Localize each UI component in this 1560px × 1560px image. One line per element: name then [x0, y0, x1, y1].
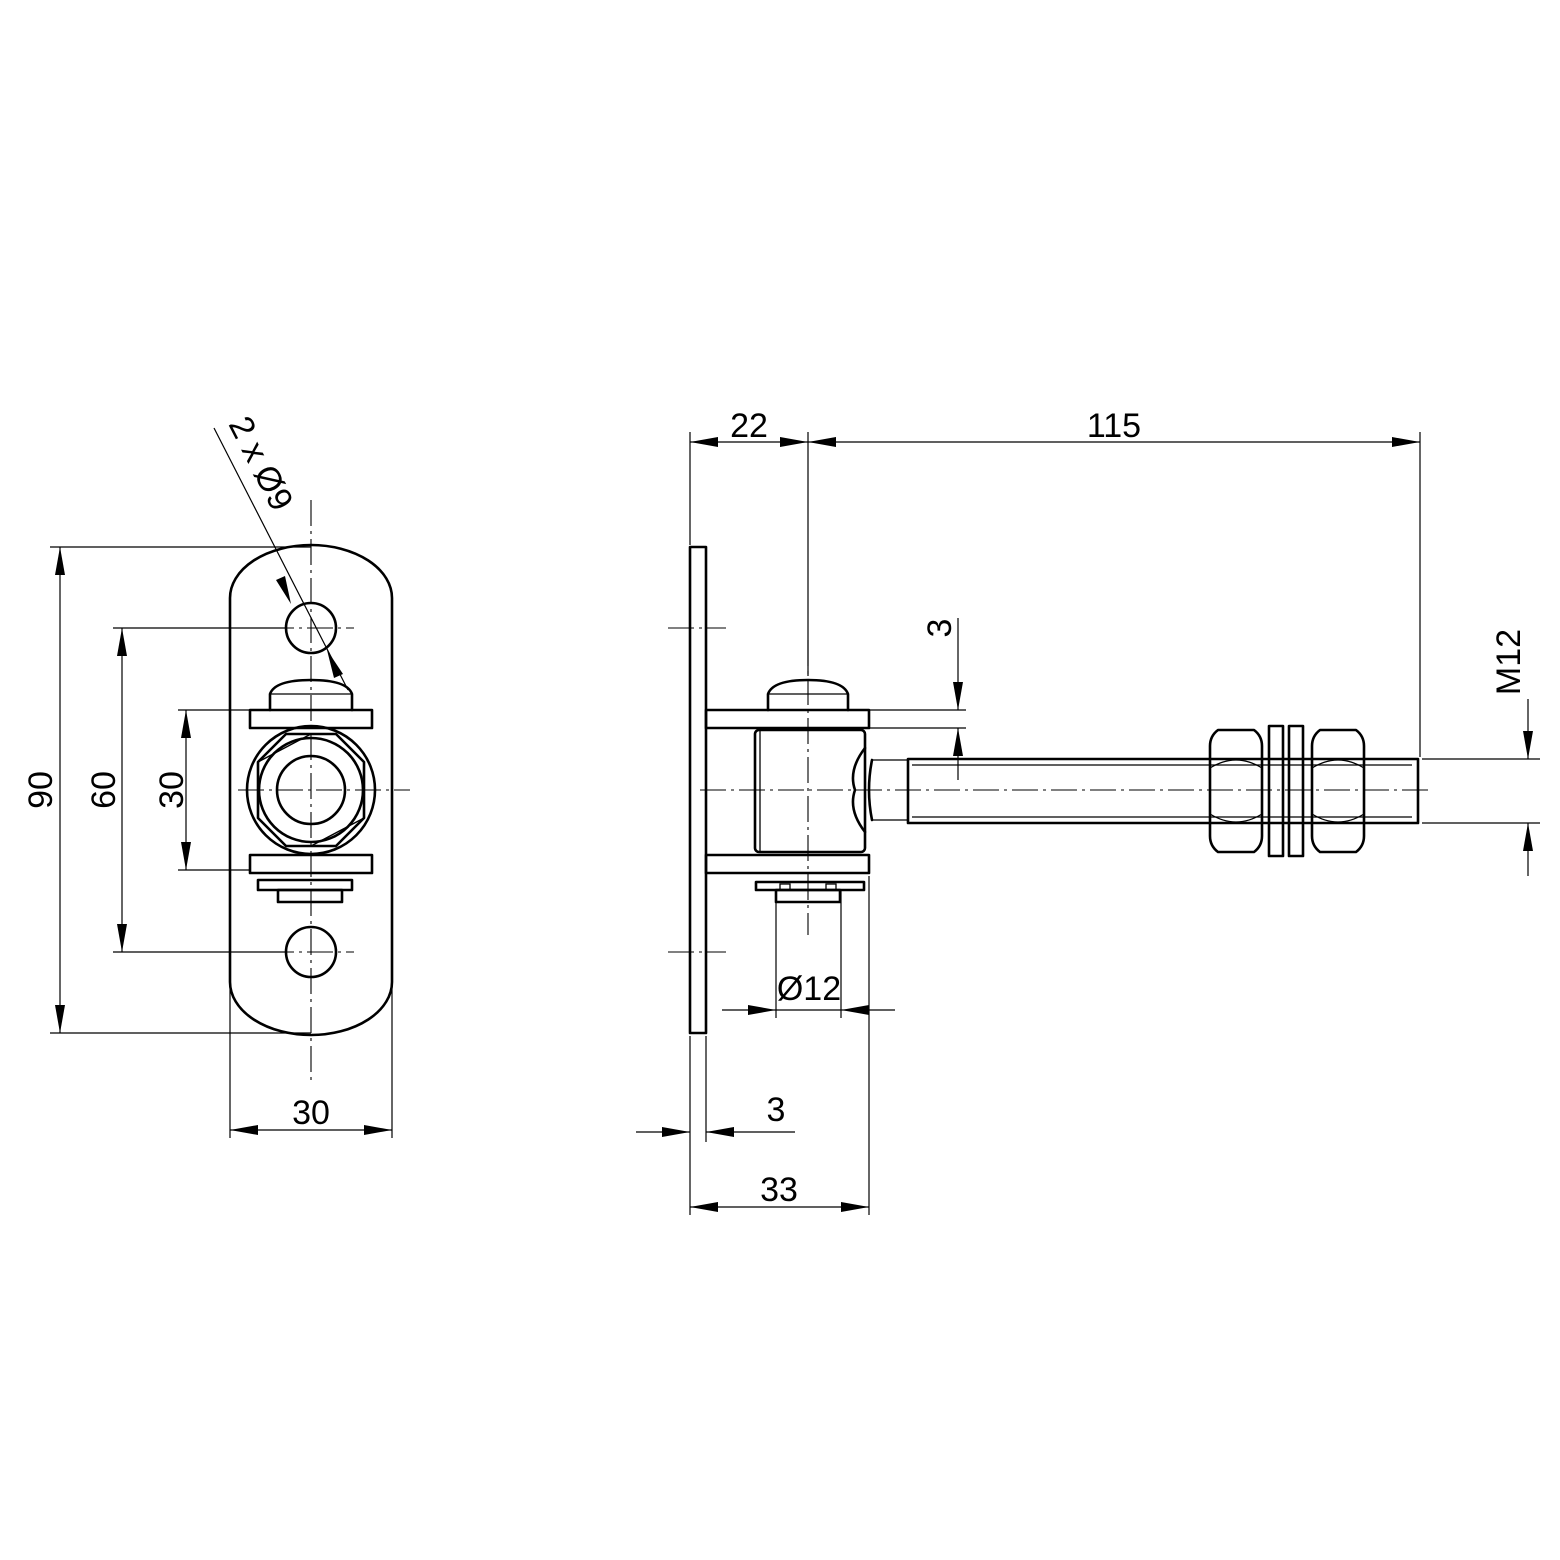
- arrow-3-down: [953, 682, 963, 710]
- arrow-30v-bottom: [181, 842, 191, 870]
- hex-nut-2: [1310, 728, 1366, 854]
- side-base-plate: [688, 545, 708, 1035]
- washer-2: [1287, 724, 1305, 858]
- arrow-d12-left: [748, 1005, 776, 1015]
- nut-2-facet-bottom: [1311, 813, 1365, 823]
- pin-bottom: [276, 888, 344, 904]
- clip-detail-right: [825, 883, 837, 891]
- arrow-90-bottom: [55, 1005, 65, 1033]
- front-view-dimensions: 90 60 30 30 2 x Ø9: [22, 410, 393, 1138]
- arrow-m12-down: [1523, 731, 1533, 759]
- arrow-60-bottom: [117, 924, 127, 952]
- dim-label-3-horizontal: 3: [767, 1091, 786, 1129]
- arrow-d12-right: [841, 1005, 869, 1015]
- side-view-dimensions: 22 115 3 M12 Ø12: [636, 407, 1540, 1215]
- arrow-115-left: [808, 437, 836, 447]
- dim-label-22: 22: [730, 407, 768, 445]
- threaded-bolt: [906, 757, 1420, 825]
- arrow-60-top: [117, 628, 127, 656]
- retaining-clip: [256, 878, 354, 892]
- hole-leader-arrow-2: [327, 650, 343, 678]
- arrow-33-right: [841, 1202, 869, 1212]
- arrow-22-left: [690, 437, 718, 447]
- dim-label-30-vertical: 30: [153, 771, 191, 809]
- front-view: [228, 500, 410, 1080]
- eye-neck-inner: [867, 758, 874, 822]
- pin-cap-dome: [268, 678, 354, 712]
- arrow-22-right: [780, 437, 808, 447]
- hex-nut-1: [1208, 728, 1264, 854]
- dim-label-3-vertical: 3: [921, 619, 959, 638]
- side-lower-leaf: [704, 853, 871, 875]
- clip-detail-left: [779, 883, 791, 891]
- arrow-m12-up: [1523, 823, 1533, 851]
- base-plate-outline: [228, 543, 394, 1037]
- upper-leaf: [248, 708, 374, 730]
- arrow-30h-right: [364, 1125, 392, 1135]
- dim-label-d12: Ø12: [777, 970, 841, 1008]
- arrow-115-right: [1392, 437, 1420, 447]
- washer-1: [1267, 724, 1285, 858]
- side-pin-cap: [766, 678, 850, 712]
- dim-label-90: 90: [22, 771, 60, 809]
- dim-label-m12: M12: [1490, 629, 1528, 695]
- nut-2-facet-top: [1311, 759, 1365, 769]
- eye-inner: [257, 736, 365, 844]
- dim-label-33: 33: [760, 1171, 798, 1209]
- eye-barrel: [753, 728, 867, 854]
- dim-label-115: 115: [1087, 407, 1141, 445]
- nut-1-facet-top: [1209, 759, 1263, 769]
- eye-neck: [851, 746, 867, 834]
- arrow-30h-left: [230, 1125, 258, 1135]
- hole-leader: [213, 427, 349, 691]
- side-view: [668, 545, 1430, 1035]
- arrow-3h-left: [662, 1127, 690, 1137]
- bolt-end: [275, 754, 347, 826]
- side-upper-leaf: [704, 708, 871, 730]
- arrow-33-left: [690, 1202, 718, 1212]
- arrow-90-top: [55, 547, 65, 575]
- dim-label-60: 60: [85, 771, 123, 809]
- arrow-3-up: [953, 728, 963, 756]
- arrow-3h-right: [706, 1127, 734, 1137]
- hole-leader-arrow-1: [276, 576, 291, 604]
- arrow-30v-top: [181, 710, 191, 738]
- eye-outer: [245, 724, 377, 856]
- nut-1-facet-bottom: [1209, 813, 1263, 823]
- dim-label-30-horizontal: 30: [292, 1094, 330, 1132]
